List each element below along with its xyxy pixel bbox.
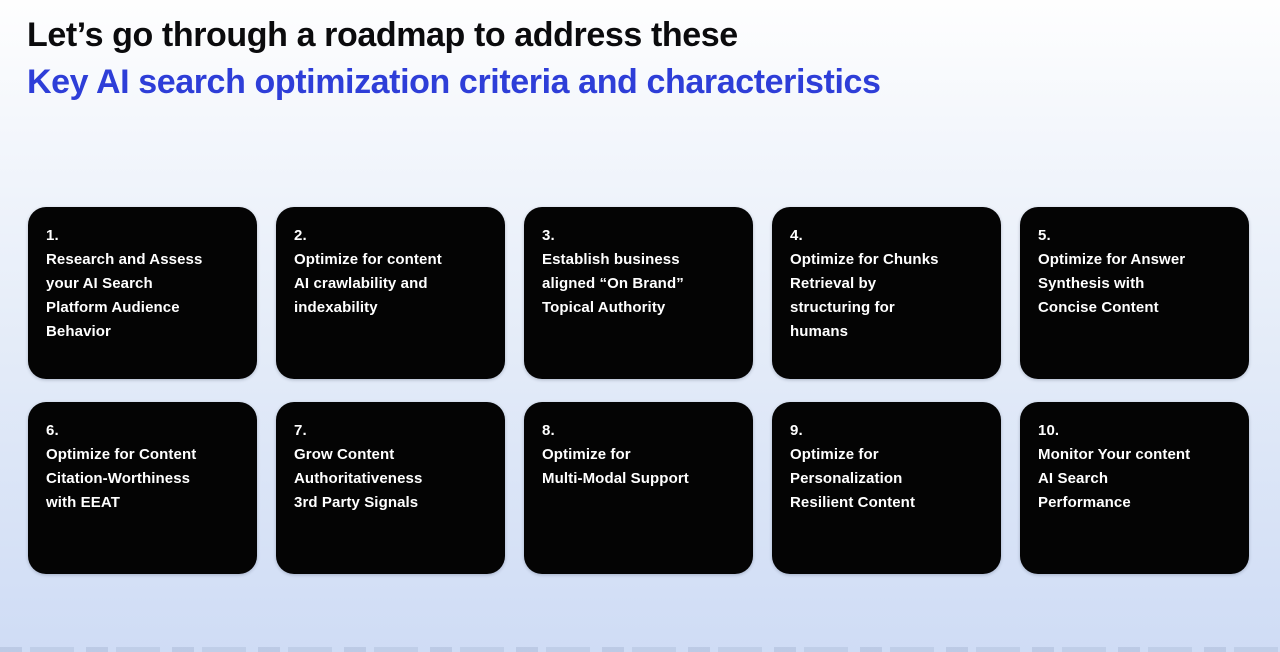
roadmap-card-6: 6. Optimize for Content Citation-Worthin… (28, 402, 257, 574)
card-title: Optimize for Multi-Modal Support (542, 446, 689, 487)
card-title: Optimize for Content Citation-Worthiness… (46, 446, 197, 511)
slide-title-primary: Let’s go through a roadmap to address th… (27, 16, 738, 54)
card-title: Research and Assess your AI Search Platf… (46, 251, 203, 340)
card-number: 7. (294, 422, 307, 439)
card-number: 2. (294, 227, 307, 244)
card-title: Establish business aligned “On Brand” To… (542, 251, 684, 316)
card-number: 10. (1038, 422, 1060, 439)
card-number: 8. (542, 422, 555, 439)
card-number: 6. (46, 422, 59, 439)
card-title: Optimize for Personalization Resilient C… (790, 446, 916, 511)
roadmap-card-2: 2. Optimize for content AI crawlability … (276, 207, 505, 379)
card-number: 1. (46, 227, 59, 244)
roadmap-card-4: 4. Optimize for Chunks Retrieval by stru… (772, 207, 1001, 379)
roadmap-card-5: 5. Optimize for Answer Synthesis with Co… (1020, 207, 1249, 379)
card-title: Optimize for Answer Synthesis with Conci… (1038, 251, 1186, 316)
card-title: Monitor Your content AI Search Performan… (1038, 446, 1191, 511)
card-number: 9. (790, 422, 803, 439)
cutoff-content-marks (0, 647, 1280, 652)
roadmap-grid: 1. Research and Assess your AI Search Pl… (28, 207, 1249, 574)
roadmap-card-10: 10. Monitor Your content AI Search Perfo… (1020, 402, 1249, 574)
slide-header: Let’s go through a roadmap to address th… (27, 12, 1247, 106)
roadmap-card-1: 1. Research and Assess your AI Search Pl… (28, 207, 257, 379)
card-number: 5. (1038, 227, 1051, 244)
card-title: Grow Content Authoritativeness 3rd Party… (294, 446, 423, 511)
card-title: Optimize for content AI crawlability and… (294, 251, 442, 316)
card-title: Optimize for Chunks Retrieval by structu… (790, 251, 939, 340)
roadmap-card-7: 7. Grow Content Authoritativeness 3rd Pa… (276, 402, 505, 574)
card-number: 3. (542, 227, 555, 244)
card-number: 4. (790, 227, 803, 244)
roadmap-card-3: 3. Establish business aligned “On Brand”… (524, 207, 753, 379)
slide-title-accent: Key AI search optimization criteria and … (27, 63, 881, 101)
roadmap-card-9: 9. Optimize for Personalization Resilien… (772, 402, 1001, 574)
roadmap-card-8: 8. Optimize for Multi-Modal Support (524, 402, 753, 574)
